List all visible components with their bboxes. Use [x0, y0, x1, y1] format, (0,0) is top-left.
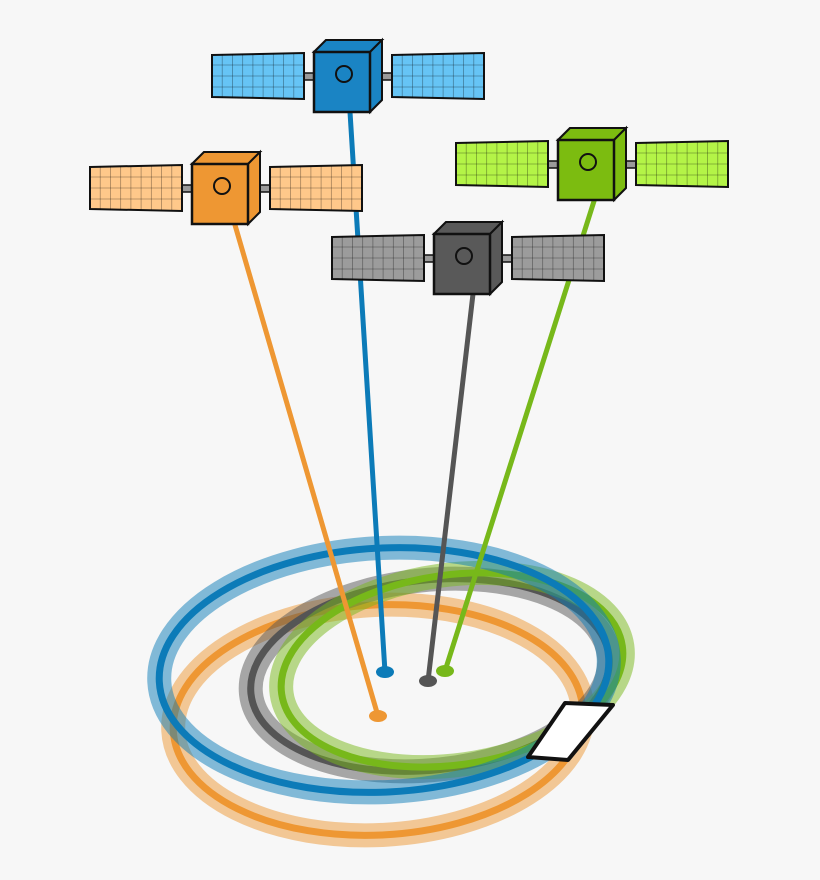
range-rings [147, 535, 635, 848]
blue-antenna-port [335, 65, 353, 83]
blue-panel-face [391, 51, 485, 101]
satellite-gray-icon [331, 219, 605, 297]
satellite-blue-icon [211, 37, 485, 115]
orange-body-side [247, 149, 261, 227]
gray-panel-face [331, 233, 425, 283]
green-ground-point [436, 665, 454, 677]
blue-left-solar-panel [211, 51, 305, 101]
green-panel-face [455, 139, 549, 189]
gray-signal-line [425, 291, 476, 684]
orange-right-solar-panel [269, 163, 363, 213]
ground-points [369, 665, 454, 722]
green-panel-face [635, 139, 729, 189]
green-antenna-port [579, 153, 597, 171]
orange-panel-face [269, 163, 363, 213]
green-left-solar-panel [455, 139, 549, 189]
orange-panel-face [89, 163, 183, 213]
orange-antenna-port [213, 177, 231, 195]
orange-signal-line [232, 222, 381, 719]
blue-panel-face [211, 51, 305, 101]
satellites [89, 37, 729, 297]
green-right-solar-panel [635, 139, 729, 189]
blue-right-solar-panel [391, 51, 485, 101]
gray-panel-face [511, 233, 605, 283]
gray-antenna-port [455, 247, 473, 265]
gray-ground-point [419, 675, 437, 687]
blue-body-side [369, 37, 383, 115]
blue-ground-point [376, 666, 394, 678]
phone-body [526, 701, 615, 762]
phone-icon [526, 701, 615, 762]
green-body-side [613, 125, 627, 203]
gray-right-solar-panel [511, 233, 605, 283]
orange-left-solar-panel [89, 163, 183, 213]
orange-ground-point [369, 710, 387, 722]
satellite-green-icon [455, 125, 729, 203]
gray-left-solar-panel [331, 233, 425, 283]
satellite-orange-icon [89, 149, 363, 227]
gray-body-side [489, 219, 503, 297]
